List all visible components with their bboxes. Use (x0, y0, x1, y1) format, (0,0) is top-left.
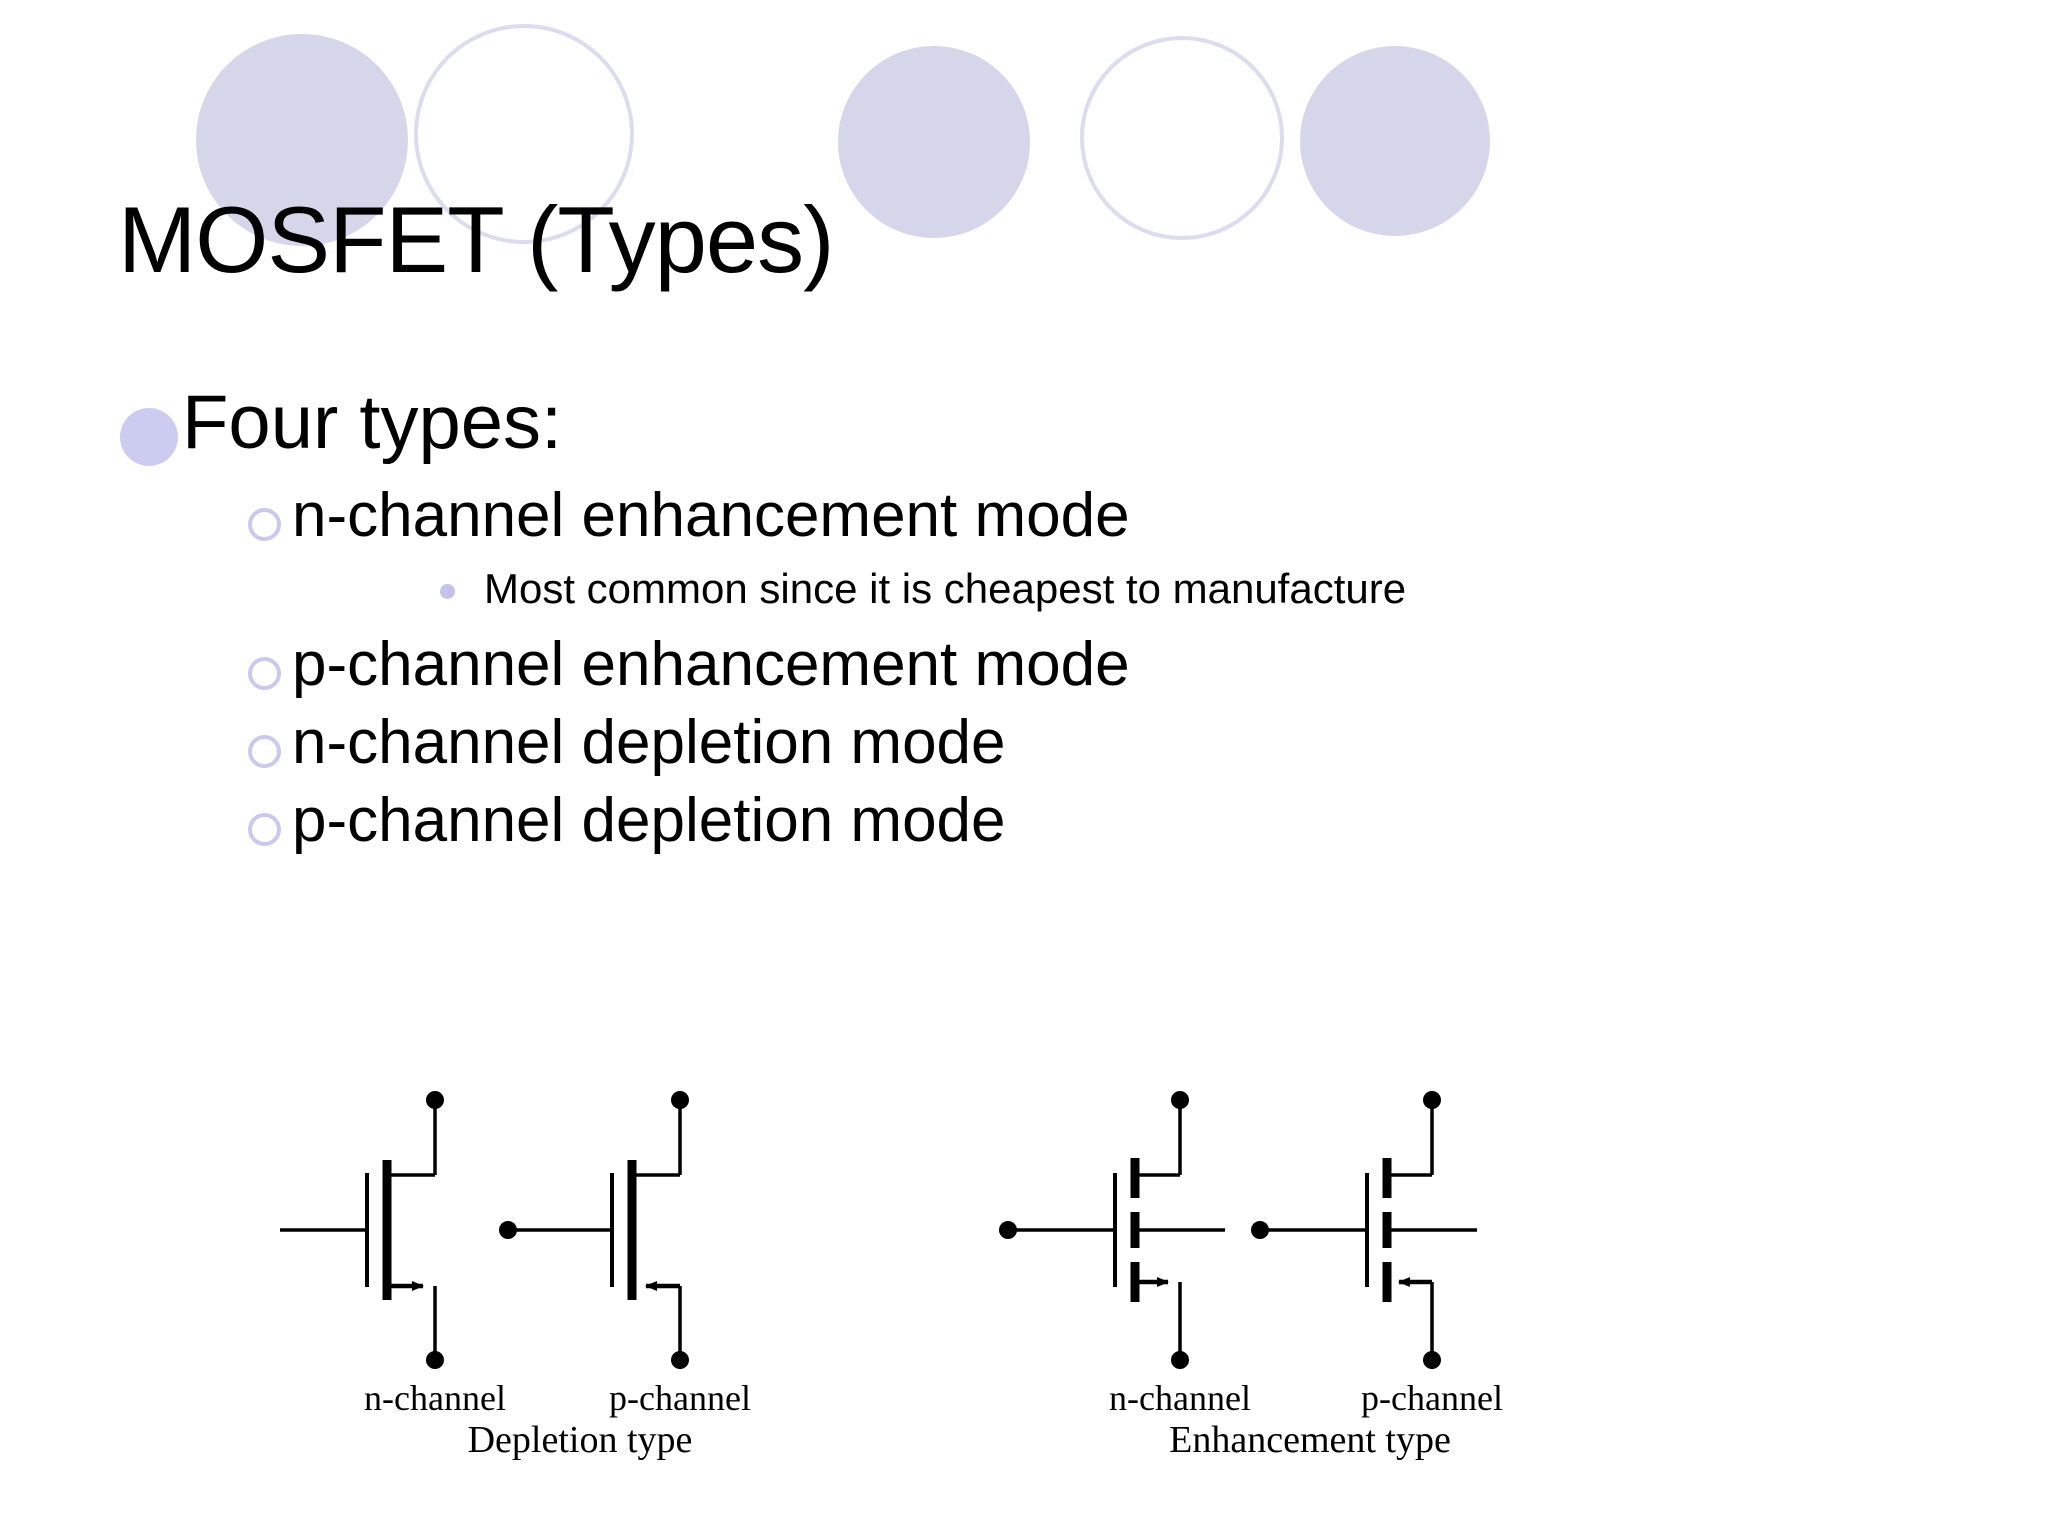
bullet-ring-icon (248, 629, 292, 691)
source-terminal-dot (1171, 1351, 1189, 1369)
bullet-level2-n-channel-enhancement: n-channel enhancement mode (248, 480, 1970, 552)
source-terminal-dot (671, 1351, 689, 1369)
mosfet-symbol-pmos-depletion: p-channel (499, 1091, 751, 1418)
bullet-level2-label: n-channel depletion mode (292, 708, 1006, 778)
bullet-ring-icon (248, 785, 292, 847)
bullet-level2-label: p-channel depletion mode (292, 786, 1006, 856)
bullet-level2-n-channel-depletion: n-channel depletion mode (248, 707, 1970, 779)
bullet-small-dot-icon (440, 564, 484, 599)
bullet-level2-label: p-channel enhancement mode (292, 630, 1130, 700)
bullet-ring-icon (248, 707, 292, 769)
symbol-label-nmos-depletion: n-channel (364, 1378, 506, 1418)
symbol-label-pmos-enhancement: p-channel (1361, 1378, 1503, 1418)
bullet-dot-icon (120, 380, 182, 466)
mosfet-symbols-figure: n-channel p-channel Depletion type (280, 1090, 1600, 1470)
source-terminal-dot (1423, 1351, 1441, 1369)
symbol-label-pmos-depletion: p-channel (609, 1378, 751, 1418)
bullet-level2-p-channel-enhancement: p-channel enhancement mode (248, 629, 1970, 701)
source-terminal-dot (426, 1351, 444, 1369)
bullet-level3-most-common: Most common since it is cheapest to manu… (440, 564, 1970, 614)
bullet-level2-label: n-channel enhancement mode (292, 481, 1130, 550)
slide-title: MOSFET (Types) (118, 186, 834, 292)
decorative-circle-filled-3 (1300, 46, 1490, 236)
bullet-level1-label: Four types: (182, 380, 563, 465)
group-label-depletion-type: Depletion type (468, 1419, 693, 1461)
bullet-level2-p-channel-depletion: p-channel depletion mode (248, 785, 1970, 857)
mosfet-symbol-pmos-enhancement: p-channel (1251, 1091, 1503, 1418)
decorative-circle-filled-2 (838, 46, 1030, 238)
bullet-ring-icon (248, 480, 292, 541)
mosfet-symbol-nmos-enhancement: n-channel (999, 1091, 1251, 1418)
bullet-level1-four-types: Four types: (120, 380, 1970, 466)
mosfet-symbol-nmos-depletion: n-channel (280, 1091, 506, 1418)
symbol-label-nmos-enhancement: n-channel (1109, 1378, 1251, 1418)
group-label-enhancement-type: Enhancement type (1169, 1419, 1451, 1461)
decorative-circle-hollow-2 (1080, 36, 1284, 240)
slide-body: Four types: n-channel enhancement mode M… (120, 380, 1970, 863)
bullet-level3-label: Most common since it is cheapest to manu… (484, 564, 1407, 612)
